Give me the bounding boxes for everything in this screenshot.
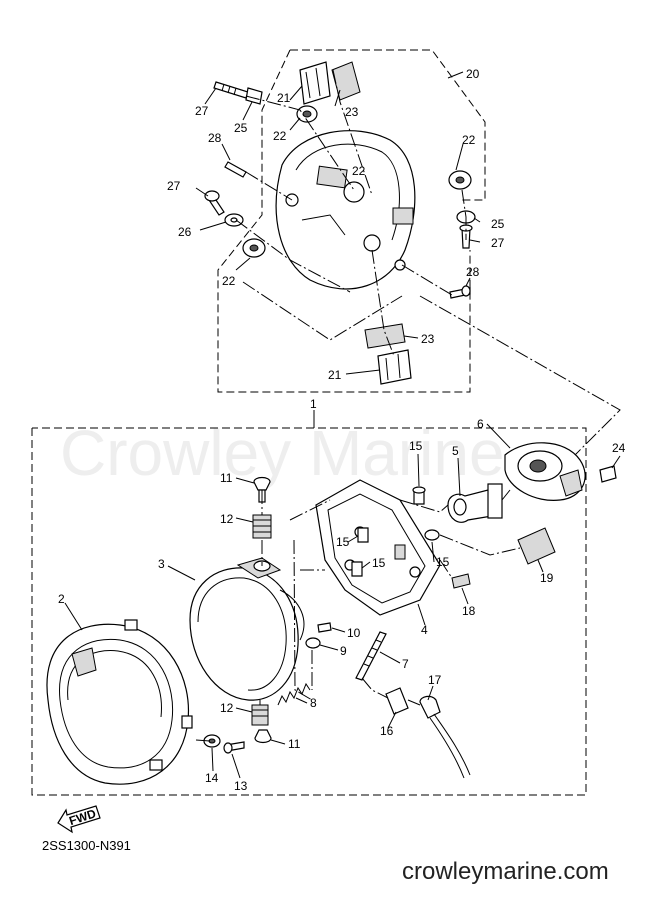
callout-11-bottom: 11 bbox=[288, 737, 301, 751]
callout-12-top: 12 bbox=[220, 512, 234, 526]
headlight-bracket bbox=[315, 479, 441, 616]
spring-8 bbox=[277, 682, 311, 706]
callout-22-top: 22 bbox=[273, 129, 287, 143]
callout-28-right: 28 bbox=[466, 265, 480, 279]
callout-5: 5 bbox=[452, 444, 459, 458]
callout-19: 18 bbox=[462, 604, 476, 618]
callout-9: 9 bbox=[340, 644, 347, 658]
callout-7: 7 bbox=[402, 657, 409, 671]
callout-16: 16 bbox=[380, 724, 394, 738]
callout-25-right: 25 bbox=[491, 217, 505, 231]
callout-13: 13 bbox=[234, 779, 248, 793]
clip-21-bottom bbox=[377, 349, 412, 385]
callout-17: 17 bbox=[428, 673, 442, 687]
callout-15-a: 15 bbox=[409, 439, 423, 453]
callout-4: 4 bbox=[421, 623, 428, 637]
callout-23-bottom: 23 bbox=[421, 332, 435, 346]
headlight-rim bbox=[46, 623, 190, 785]
callout-6: 6 bbox=[477, 417, 484, 431]
bolt-10 bbox=[317, 622, 332, 633]
callout-21-top: 21 bbox=[277, 91, 291, 105]
callout-20: 20 bbox=[466, 67, 480, 81]
callout-1: 1 bbox=[310, 397, 317, 411]
bolt-7 bbox=[355, 631, 387, 681]
callout-27-top: 27 bbox=[195, 104, 209, 118]
callout-12-bottom: 12 bbox=[220, 701, 234, 715]
callout-22-left: 22 bbox=[222, 274, 236, 288]
callout-8: 8 bbox=[310, 696, 317, 710]
diagram-code: 2SS1300-N391 bbox=[42, 838, 131, 853]
nut-9 bbox=[305, 637, 321, 649]
callout-22-housing: 22 bbox=[352, 164, 366, 178]
collar-25-top bbox=[245, 87, 263, 105]
upper-housing-assembly bbox=[195, 49, 621, 471]
pad-23-top bbox=[331, 61, 361, 101]
callouts: 20 27 25 21 23 22 28 27 26 22 22 25 27 2… bbox=[58, 67, 626, 793]
bolt-15-b bbox=[357, 527, 369, 543]
callout-15-c: 15 bbox=[372, 556, 386, 570]
callout-21-bottom: 21 bbox=[328, 368, 342, 382]
callout-24: 24 bbox=[612, 441, 626, 455]
callout-23-top: 23 bbox=[345, 105, 359, 119]
callout-26: 26 bbox=[178, 225, 192, 239]
lower-headlight-assembly bbox=[31, 410, 621, 796]
callout-15-b: 15 bbox=[336, 535, 350, 549]
callout-18: 19 bbox=[540, 571, 554, 585]
fwd-label: FWD bbox=[67, 806, 98, 828]
callout-28-left: 28 bbox=[208, 131, 222, 145]
headlight-housing bbox=[275, 130, 416, 290]
callout-22-right: 22 bbox=[462, 133, 476, 147]
screw-11-bottom bbox=[254, 729, 272, 744]
callout-2: 2 bbox=[58, 592, 65, 606]
pad-23-bottom bbox=[364, 323, 406, 349]
clip-19 bbox=[451, 573, 471, 589]
fwd-arrow-icon: FWD bbox=[57, 805, 101, 834]
bolt-27-top bbox=[213, 81, 249, 99]
callout-3: 3 bbox=[158, 557, 165, 571]
callout-27-right: 27 bbox=[491, 236, 505, 250]
watermark-text: Crowley Marine bbox=[60, 417, 505, 489]
bolt-15-c bbox=[351, 561, 363, 577]
position-socket-17 bbox=[419, 695, 441, 719]
socket-sleeve-16 bbox=[385, 687, 409, 715]
callout-14: 14 bbox=[205, 771, 219, 785]
screw-28-left bbox=[224, 161, 247, 178]
screw-11-top bbox=[253, 476, 271, 491]
pad-18 bbox=[517, 527, 556, 565]
clip-21-top bbox=[299, 61, 331, 105]
callout-11-top: 11 bbox=[220, 471, 233, 485]
bolt-15-d bbox=[424, 529, 440, 541]
spring-12-bottom bbox=[251, 704, 269, 726]
callout-15-d: 15 bbox=[436, 555, 450, 569]
callout-25-top: 25 bbox=[234, 121, 248, 135]
headlight-lens bbox=[189, 567, 299, 701]
callout-10: 10 bbox=[347, 626, 361, 640]
callout-27-left: 27 bbox=[167, 179, 181, 193]
footer-site-link[interactable]: crowleymarine.com bbox=[402, 858, 609, 885]
clip-24 bbox=[599, 465, 617, 483]
